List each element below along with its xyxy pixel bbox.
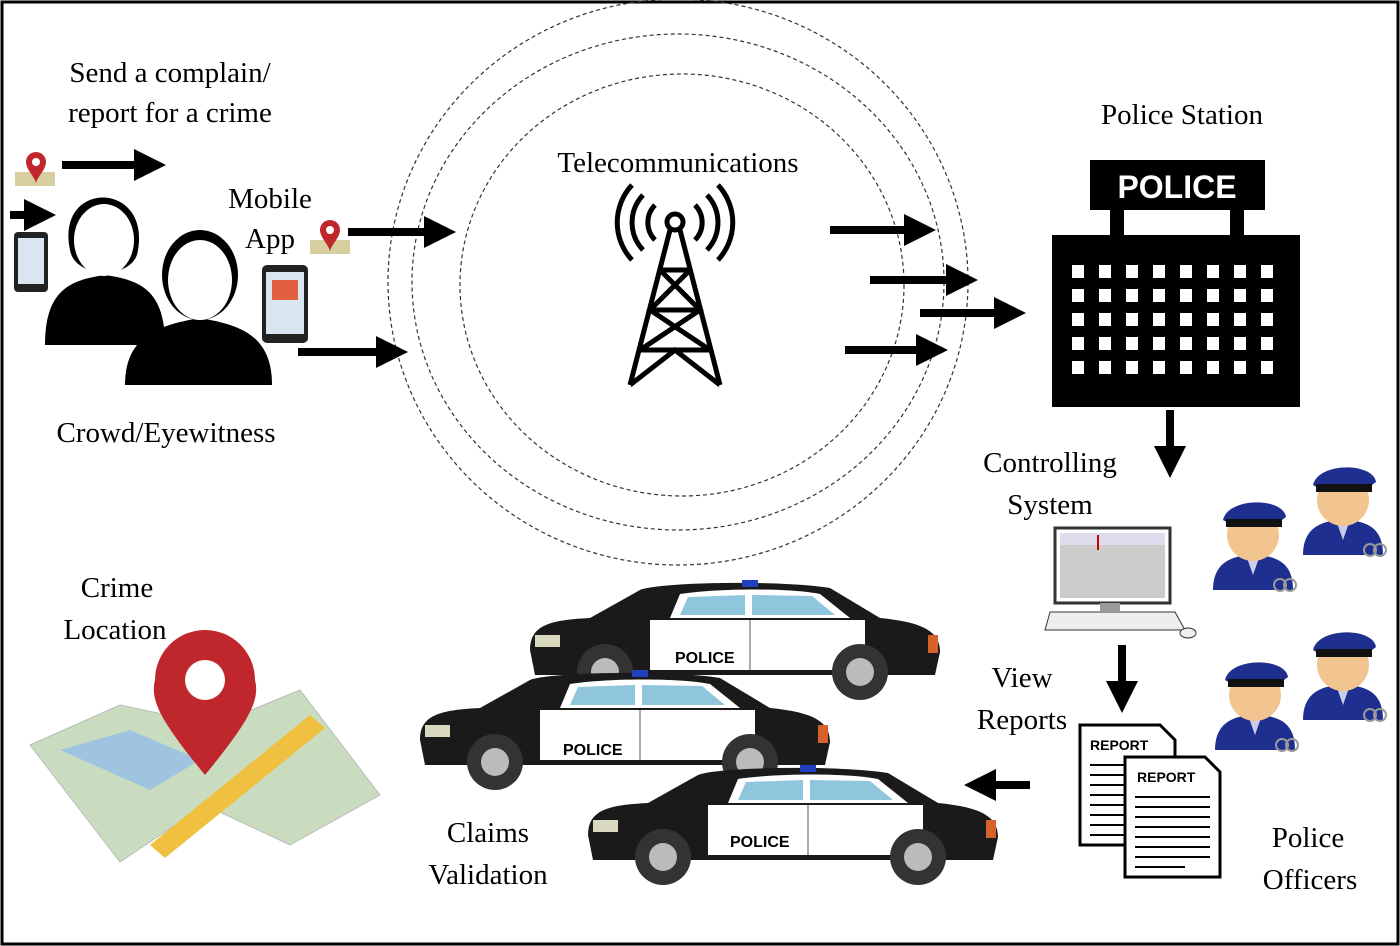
- station-window: [1153, 265, 1165, 278]
- station-window: [1234, 337, 1246, 350]
- station-window: [1072, 337, 1084, 350]
- station-window: [1180, 337, 1192, 350]
- flow-arrows: [10, 149, 1186, 801]
- station-window: [1261, 265, 1273, 278]
- car-label: POLICE: [675, 650, 735, 667]
- station-window: [1153, 313, 1165, 326]
- police-car-icon: POLICE: [419, 669, 831, 791]
- mobile-app-label: Mobile: [228, 183, 312, 215]
- station-window: [1072, 313, 1084, 326]
- station-window: [1072, 289, 1084, 302]
- station-window: [1180, 313, 1192, 326]
- view-reports-label: View: [991, 662, 1052, 694]
- station-window: [1180, 289, 1192, 302]
- location-pin-icon: [15, 152, 55, 186]
- claims-validation-label: Validation: [428, 859, 548, 891]
- station-window: [1261, 289, 1273, 302]
- crime-location-label: Crime: [81, 572, 154, 604]
- station-window: [1207, 289, 1219, 302]
- station-window: [1126, 265, 1138, 278]
- station-window: [1153, 289, 1165, 302]
- eyewitness-people-icon: [14, 197, 308, 385]
- police-officers-label: Officers: [1263, 864, 1357, 896]
- station-window: [1099, 313, 1111, 326]
- station-window: [1126, 361, 1138, 374]
- location-pin-icon: [310, 220, 350, 254]
- station-window: [1126, 289, 1138, 302]
- station-window: [1126, 337, 1138, 350]
- station-window: [1099, 265, 1111, 278]
- report-label: REPORT: [1137, 769, 1196, 785]
- station-window: [1126, 313, 1138, 326]
- station-window: [1261, 313, 1273, 326]
- station-window: [1153, 337, 1165, 350]
- mobile-app-label: App: [245, 223, 295, 255]
- crime-location-label: Location: [63, 614, 167, 646]
- car-label: POLICE: [563, 742, 623, 759]
- station-window: [1180, 265, 1192, 278]
- station-window: [1153, 361, 1165, 374]
- station-window: [1207, 265, 1219, 278]
- computer-icon: [1044, 526, 1197, 639]
- station-window: [1099, 361, 1111, 374]
- crowd-label: Crowd/Eyewitness: [56, 417, 275, 449]
- car-label: POLICE: [730, 834, 790, 851]
- station-window: [1072, 265, 1084, 278]
- station-window: [1207, 313, 1219, 326]
- claims-validation-label: Claims: [447, 817, 529, 849]
- station-window: [1207, 337, 1219, 350]
- telecom-label: Telecommunications: [557, 147, 798, 179]
- station-window: [1234, 361, 1246, 374]
- station-sign-text: POLICE: [1117, 169, 1236, 205]
- station-window: [1180, 361, 1192, 374]
- station-window: [1234, 265, 1246, 278]
- police-station-icon: POLICE: [1052, 160, 1300, 407]
- police-station-label: Police Station: [1101, 99, 1263, 131]
- station-window: [1099, 337, 1111, 350]
- send-report-label: Send a complain/: [69, 57, 271, 89]
- controlling-system-label: Controlling: [983, 447, 1117, 479]
- station-window: [1234, 313, 1246, 326]
- cell-tower-icon: [614, 183, 736, 387]
- report-label: REPORT: [1090, 737, 1149, 753]
- station-window: [1261, 337, 1273, 350]
- crime-location-map-icon: [29, 630, 381, 863]
- police-car-icon: POLICE: [587, 764, 999, 886]
- station-window: [1234, 289, 1246, 302]
- send-report-label: report for a crime: [68, 97, 272, 129]
- report-documents-icon: REPORT REPORT: [1078, 723, 1222, 879]
- station-window: [1207, 361, 1219, 374]
- station-window: [1261, 361, 1273, 374]
- station-window: [1099, 289, 1111, 302]
- station-window: [1072, 361, 1084, 374]
- view-reports-label: Reports: [977, 704, 1067, 736]
- labels: Send a complain/ report for a crime Mobi…: [56, 57, 1357, 896]
- police-car-icon: POLICE: [529, 579, 941, 701]
- controlling-system-label: System: [1007, 489, 1093, 521]
- police-officers-label: Police: [1272, 822, 1345, 854]
